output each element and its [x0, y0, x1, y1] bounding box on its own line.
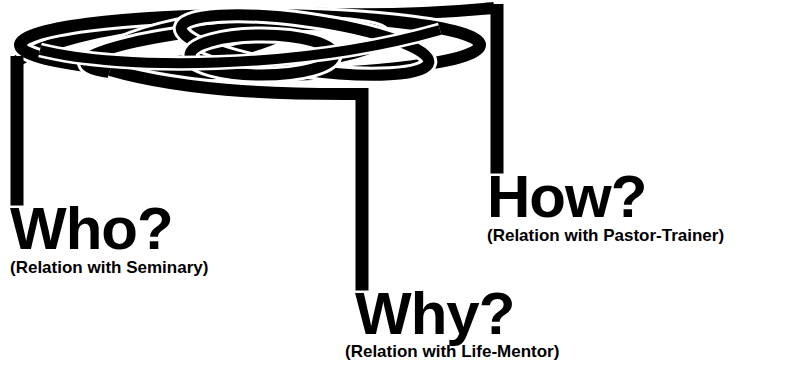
leg — [356, 88, 369, 291]
question-heading-holder: How? — [487, 167, 646, 227]
leg — [11, 56, 24, 206]
relation-caption-holder: (Relation with Pastor-Trainer) — [487, 226, 724, 246]
knot-stroke — [110, 70, 361, 94]
question-heading-holder: Who? — [10, 199, 173, 259]
knot-band — [40, 30, 440, 63]
relation-caption: (Relation with Pastor-Trainer) — [487, 226, 724, 246]
relation-caption: (Relation with Life-Mentor) — [345, 342, 559, 362]
knot — [16, 3, 494, 94]
question-heading-holder: Why? — [355, 284, 514, 344]
relation-caption: (Relation with Seminary) — [10, 258, 208, 278]
knot-casing — [40, 30, 440, 63]
leg — [491, 4, 504, 174]
question-heading: Why? — [355, 284, 514, 344]
relation-caption-holder: (Relation with Life-Mentor) — [345, 342, 559, 362]
question-heading: How? — [487, 167, 646, 227]
knot-casing — [110, 70, 361, 94]
relation-caption-holder: (Relation with Seminary) — [10, 258, 208, 278]
knot-stroke — [40, 30, 440, 63]
question-heading: Who? — [10, 199, 173, 259]
knot-band — [110, 70, 361, 94]
